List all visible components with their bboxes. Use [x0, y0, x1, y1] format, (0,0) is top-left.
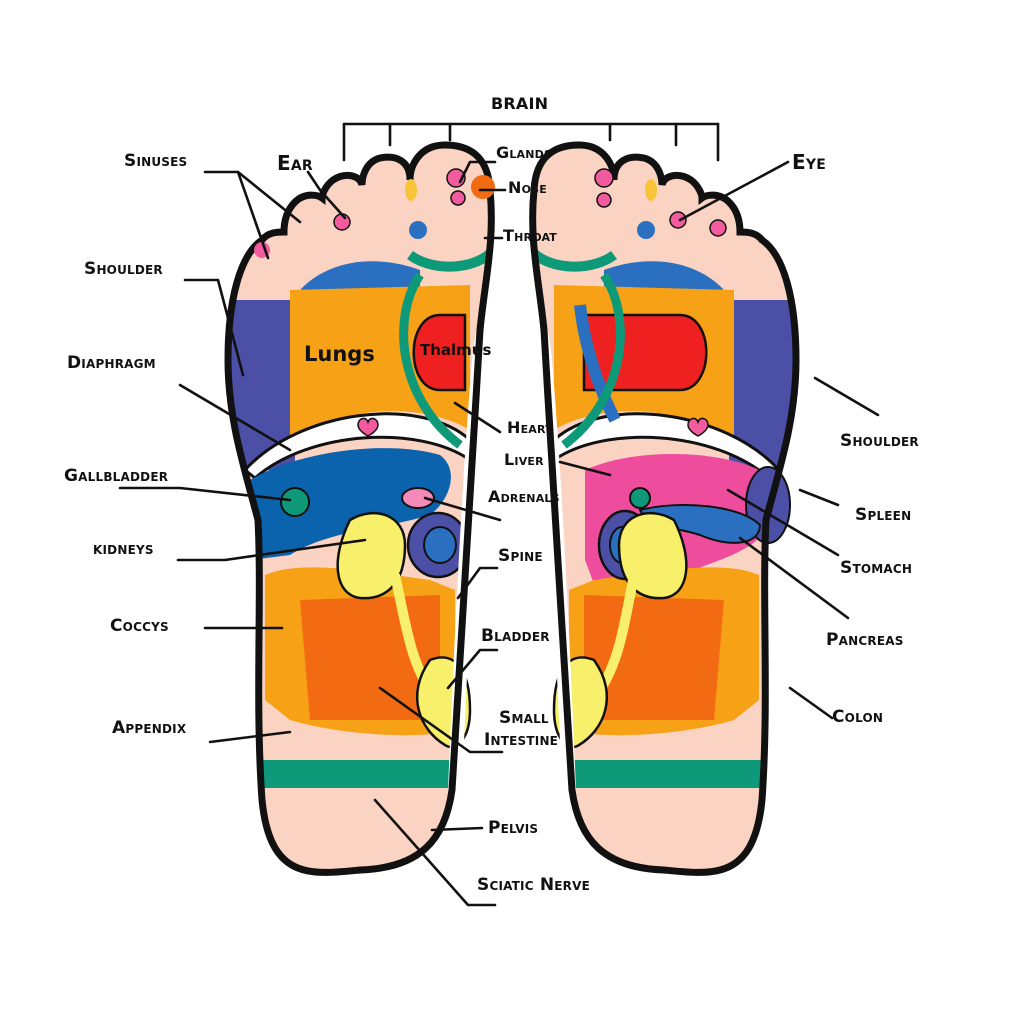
leader-lines — [118, 160, 880, 907]
leader-gallbladder — [118, 486, 292, 502]
leader-pancreas — [738, 536, 850, 620]
label-eye: Eye — [792, 150, 826, 174]
leader-eye — [678, 160, 790, 222]
label-ear: Ear — [277, 151, 313, 175]
leader-sciatic — [373, 798, 497, 907]
right-toe-yellow-spot — [645, 179, 657, 201]
label-adrenals: Adrenals — [488, 487, 560, 506]
label-coccys: Coccys — [110, 616, 169, 636]
right-pelvis-band — [554, 760, 784, 788]
label-bladder: Bladder — [481, 626, 550, 646]
left-foot — [224, 141, 512, 879]
right-adrenal — [629, 487, 651, 509]
left-throat-band — [407, 248, 496, 272]
label-sinuses: Sinuses — [124, 151, 188, 171]
leader-colon — [788, 686, 834, 720]
left-liver-zone — [250, 448, 451, 560]
left-thalmus-zone — [412, 313, 467, 392]
leader-diaphragm — [178, 383, 292, 452]
leader-appendix — [208, 730, 292, 744]
right-vessel — [574, 304, 621, 423]
leader-small-intestine — [378, 686, 504, 754]
leader-bladder — [446, 648, 499, 690]
leader-stomach — [726, 488, 840, 557]
leader-sinuses-2 — [236, 170, 302, 224]
leader-liver — [558, 460, 612, 477]
left-nose-dot — [450, 190, 466, 206]
left-kidney — [336, 511, 407, 600]
leader-pelvis — [430, 826, 484, 832]
right-heart-mark — [687, 417, 709, 437]
right-ureter — [595, 574, 639, 693]
label-brain: BRAIN — [491, 94, 549, 113]
left-toe-yellow-spot — [405, 179, 417, 201]
leader-adrenals — [423, 496, 502, 522]
left-adrenal — [401, 487, 435, 509]
label-kidneys: kidneys — [93, 539, 154, 559]
label-pelvis: Pelvis — [488, 818, 539, 838]
label-glands: Glands — [496, 143, 553, 162]
label-spine: Spine — [498, 546, 543, 566]
right-toe-blue-spot — [637, 221, 655, 239]
label-diaphragm: Diaphragm — [67, 353, 156, 373]
left-heart-mark — [357, 417, 379, 437]
leader-glands — [458, 160, 497, 184]
right-eye-dot — [669, 211, 687, 229]
label-small-intestine-2: Intestine — [484, 730, 559, 750]
right-eye-dot-2 — [709, 219, 727, 237]
brain-bracket — [342, 122, 720, 162]
label-appendix: Appendix — [112, 718, 187, 738]
label-lungs: Lungs — [304, 342, 375, 366]
leader-heart — [453, 401, 502, 434]
label-nose: Nose — [508, 178, 547, 197]
right-foot-outline — [529, 141, 800, 876]
leader-ear — [306, 170, 347, 220]
left-heart-outline — [399, 272, 463, 449]
label-small-intestine-1: Small — [499, 708, 549, 728]
label-shoulder-right: Shoulder — [840, 431, 919, 451]
left-toe-blue-spot — [409, 221, 427, 239]
right-gland-dot — [594, 168, 614, 188]
label-shoulder-left: Shoulder — [84, 259, 163, 279]
label-pancreas: Pancreas — [826, 630, 904, 650]
left-kidney-inner — [423, 526, 457, 564]
leader-shoulder-left — [183, 278, 245, 377]
leader-kidneys — [176, 538, 367, 562]
leader-spleen — [798, 488, 840, 507]
leader-shoulder-right — [813, 376, 880, 417]
label-spleen: Spleen — [855, 505, 912, 525]
right-heart-outline — [561, 272, 625, 449]
label-sciatic-nerve: Sciatic Nerve — [477, 875, 590, 895]
label-colon: Colon — [832, 707, 884, 727]
label-stomach: Stomach — [840, 558, 913, 578]
right-nose-dot — [596, 192, 612, 208]
left-gallbladder — [280, 487, 310, 517]
left-pelvis-band — [240, 760, 470, 788]
label-throat: Throat — [503, 226, 558, 245]
label-liver: Liver — [504, 450, 544, 469]
right-throat-band — [528, 248, 617, 272]
label-heart: Heart — [507, 418, 553, 437]
left-foot-outline — [224, 141, 495, 876]
label-thalmus: Thalmus — [420, 341, 492, 359]
label-gallbladder: Gallbladder — [64, 466, 169, 486]
right-foot — [512, 141, 800, 879]
left-nose-orange — [471, 175, 495, 199]
leader-spine — [456, 566, 499, 600]
